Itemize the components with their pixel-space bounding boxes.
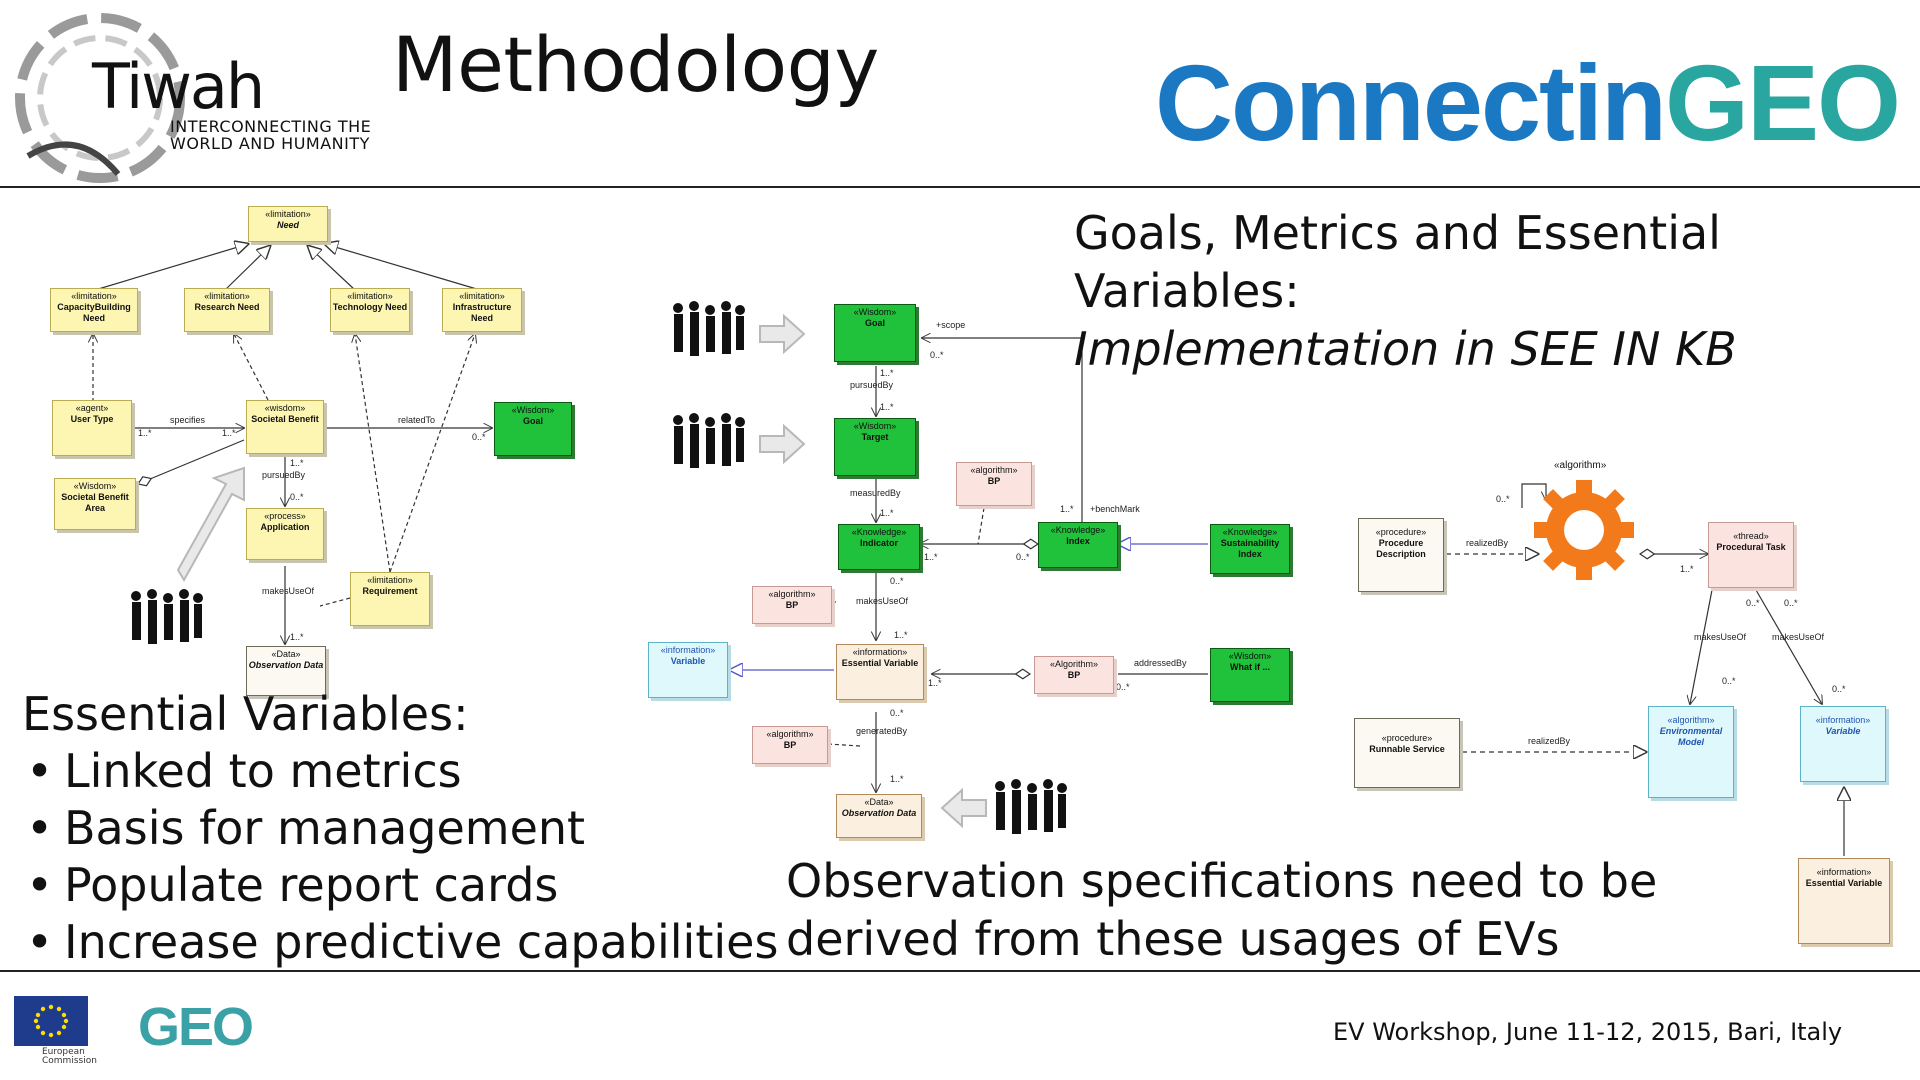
svg-text:0..*: 0..* — [1016, 552, 1030, 562]
svg-text:1..*: 1..* — [290, 458, 304, 468]
label-specifies: specifies — [170, 415, 206, 425]
list-item: Linked to metrics — [22, 743, 778, 800]
tiwah-logo: Tiwah INTERCONNECTING THE WORLD AND HUMA… — [8, 6, 388, 188]
svg-text:0..*: 0..* — [472, 432, 486, 442]
uml-application: «process»Application — [246, 508, 324, 560]
geo-logo: GEO — [138, 997, 254, 1057]
uml-need: «limitation»Need — [248, 206, 328, 242]
uml-essential-variable: «information»Essential Variable — [1798, 858, 1890, 944]
svg-text:0..*: 0..* — [290, 492, 304, 502]
svg-text:0..*: 0..* — [1496, 494, 1510, 504]
uml-bp: «Algorithm»BP — [1034, 656, 1114, 694]
label-relatedto: relatedTo — [398, 415, 435, 425]
uml-runnable-service: «procedure»Runnable Service — [1354, 718, 1460, 788]
label-measuredby: measuredBy — [850, 488, 901, 498]
svg-text:1..*: 1..* — [222, 428, 236, 438]
svg-text:1..*: 1..* — [1680, 564, 1694, 574]
label-makesuseof: makesUseOf — [262, 586, 315, 596]
svg-text:1..*: 1..* — [1060, 504, 1074, 514]
uml-variable: «information»Variable — [1800, 706, 1886, 782]
label-generatedby: generatedBy — [856, 726, 908, 736]
observation-text: Observation specifications need to be de… — [786, 854, 1658, 966]
svg-text:0..*: 0..* — [890, 576, 904, 586]
label-addressedby: addressedBy — [1134, 658, 1187, 668]
footer-divider — [0, 970, 1920, 972]
uml-user-type: «agent»User Type — [52, 400, 132, 456]
label-makesuseof: makesUseOf — [856, 596, 909, 606]
globe-icon — [15, 13, 185, 183]
tiwah-tagline: INTERCONNECTING THE WORLD AND HUMANITY — [170, 117, 372, 153]
tiwah-name: Tiwah — [92, 50, 265, 123]
svg-text:1..*: 1..* — [880, 368, 894, 378]
label-realizedby: realizedBy — [1466, 538, 1509, 548]
svg-text:0..*: 0..* — [1746, 598, 1760, 608]
label-makesuseof: makesUseOf — [1694, 632, 1747, 642]
label-pursuedby: pursuedBy — [850, 380, 894, 390]
page-title: Methodology — [392, 20, 879, 109]
list-item: Populate report cards — [22, 857, 778, 914]
uml-what-if: «Wisdom»What if ... — [1210, 648, 1290, 702]
uml-bp: «algorithm»BP — [752, 586, 832, 624]
connectingeo-logo: ConnectinGEO — [1155, 42, 1901, 163]
label-benchmark: +benchMark — [1090, 504, 1140, 514]
svg-text:0..*: 0..* — [1116, 682, 1130, 692]
uml-bp: «algorithm»BP — [956, 462, 1032, 506]
arrow-icon — [176, 313, 987, 829]
header-divider — [0, 186, 1920, 188]
label-makesuseof: makesUseOf — [1772, 632, 1825, 642]
uml-societal-benefit: «wisdom»Societal Benefit — [246, 400, 324, 454]
uml-goal: «Wisdom»Goal — [494, 402, 572, 456]
uml-target: «Wisdom»Target — [834, 418, 916, 476]
uml-indicator: «Knowledge»Indicator — [838, 524, 920, 570]
uml-goal: «Wisdom»Goal — [834, 304, 916, 362]
gear-label: BP — [1572, 522, 1588, 534]
goals-heading: Goals, Metrics and Essential Variables: … — [1074, 206, 1737, 376]
svg-text:1..*: 1..* — [928, 678, 942, 688]
uml-technology-need: «limitation»Technology Need — [330, 288, 410, 332]
svg-text:0..*: 0..* — [890, 708, 904, 718]
list-item: Basis for management — [22, 800, 778, 857]
gear-icon — [1534, 480, 1634, 580]
essential-variables-block: Essential Variables: Linked to metrics B… — [22, 686, 778, 971]
uml-observation-data: «Data»Observation Data — [246, 646, 326, 696]
svg-text:1..*: 1..* — [890, 774, 904, 784]
svg-text:0..*: 0..* — [1784, 598, 1798, 608]
gear-stereotype: «algorithm» — [1554, 460, 1607, 471]
svg-text:0..*: 0..* — [1722, 676, 1736, 686]
svg-text:1..*: 1..* — [924, 552, 938, 562]
uml-requirement: «limitation»Requirement — [350, 572, 430, 626]
svg-text:1..*: 1..* — [894, 630, 908, 640]
uml-research-need: «limitation»Research Need — [184, 288, 270, 332]
eu-flag-icon — [14, 996, 88, 1046]
svg-text:1..*: 1..* — [880, 508, 894, 518]
ev-bullet-list: Linked to metrics Basis for management P… — [22, 743, 778, 971]
ev-heading: Essential Variables: — [22, 687, 469, 741]
uml-variable: «information»Variable — [648, 642, 728, 698]
uml-procedural-task: «thread»Procedural Task — [1708, 522, 1794, 588]
event-caption: EV Workshop, June 11-12, 2015, Bari, Ita… — [1333, 1018, 1843, 1046]
label-scope: +scope — [936, 320, 965, 330]
svg-text:0..*: 0..* — [930, 350, 944, 360]
label-realizedby: realizedBy — [1528, 736, 1571, 746]
people-silhouette-icon — [131, 301, 1067, 834]
label-pursuedby: pursuedBy — [262, 470, 306, 480]
svg-text:1..*: 1..* — [880, 402, 894, 412]
uml-observation-data: «Data»Observation Data — [836, 794, 922, 838]
svg-text:1..*: 1..* — [138, 428, 152, 438]
uml-essential-variable: «information»Essential Variable — [836, 644, 924, 700]
eu-commission-logo: European Commission — [14, 988, 97, 1070]
list-item: Increase predictive capabilities — [22, 914, 778, 971]
svg-text:1..*: 1..* — [290, 632, 304, 642]
uml-index: «Knowledge»Index — [1038, 522, 1118, 568]
eu-label: European Commission — [42, 1047, 97, 1066]
svg-text:0..*: 0..* — [1832, 684, 1846, 694]
